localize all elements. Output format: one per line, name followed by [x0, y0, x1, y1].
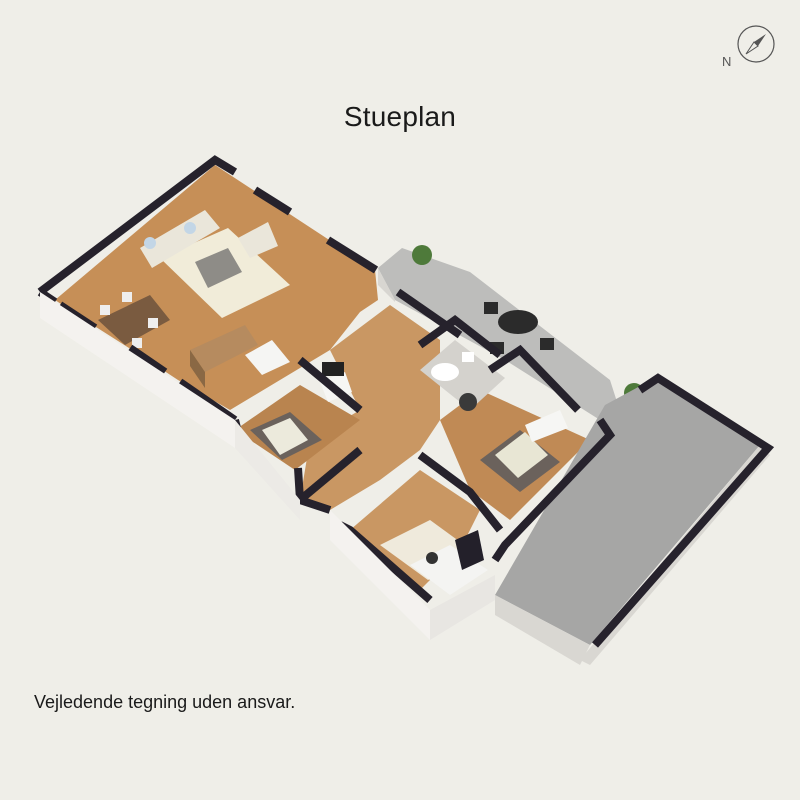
bathroom	[431, 352, 477, 411]
disclaimer-text: Vejledende tegning uden ansvar.	[34, 692, 296, 712]
compass-icon	[737, 25, 775, 63]
living-room	[140, 210, 290, 318]
shower	[459, 393, 477, 411]
chair	[122, 292, 132, 302]
sofa	[140, 210, 220, 268]
chair	[484, 302, 498, 314]
dining-area	[98, 292, 170, 348]
cushion	[144, 237, 156, 249]
terrace	[378, 248, 618, 420]
bedroom-2	[480, 410, 568, 492]
compass-label: N	[722, 54, 732, 69]
chair	[540, 338, 554, 350]
tv	[322, 362, 344, 376]
bathtub	[431, 363, 459, 381]
cushion	[184, 222, 196, 234]
compass: N	[722, 24, 778, 70]
kitchen	[190, 325, 290, 388]
sink	[462, 352, 474, 362]
cabinet	[455, 530, 484, 570]
bed	[495, 432, 548, 478]
table	[426, 552, 438, 564]
bedroom-3	[380, 520, 488, 595]
dining-table	[98, 295, 170, 345]
plant-icon	[412, 245, 432, 265]
desk	[525, 410, 568, 442]
page-title: Stueplan	[343, 101, 457, 132]
fridge	[245, 340, 290, 375]
bed	[262, 418, 308, 455]
coffee-table	[195, 248, 242, 288]
armchair	[238, 222, 278, 258]
wall-faces	[40, 292, 495, 640]
chair	[132, 338, 142, 348]
round-table	[498, 310, 538, 334]
chair	[100, 305, 110, 315]
chair	[148, 318, 158, 328]
